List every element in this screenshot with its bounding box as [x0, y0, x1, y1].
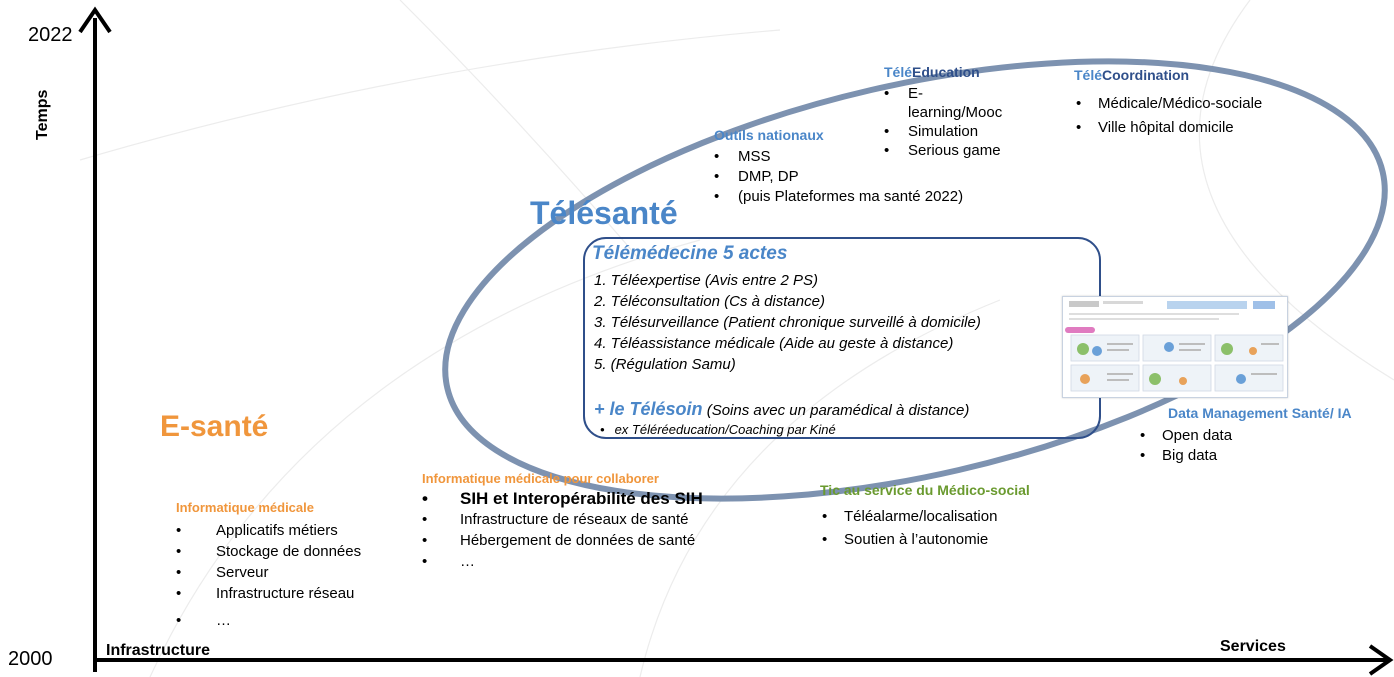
act-item: 2. Téléconsultation (Cs à distance) [594, 293, 825, 310]
list-item: •MSS [714, 148, 771, 165]
y-axis-bottom-label: 2000 [8, 648, 53, 670]
x-axis-right-label: Services [1220, 638, 1286, 655]
x-axis-arrowhead [1368, 644, 1394, 676]
telesoin-sub: •ex Téléréeducation/Coaching par Kiné [600, 422, 836, 437]
tele-education-title: TéléEducation [884, 64, 980, 80]
act-item: 5. (Régulation Samu) [594, 356, 736, 373]
tele-coordination-list: •Médicale/Médico-sociale •Ville hôpital … [1076, 92, 1262, 140]
tele-education-list: •E- learning/Mooc •Simulation •Serious g… [884, 84, 1002, 160]
poster-image [1065, 301, 1284, 392]
list-item: •Open data [1140, 427, 1233, 444]
data-management-title: Data Management Santé/ IA [1168, 405, 1352, 421]
telemedecine-title: Télémédecine 5 actes [592, 243, 788, 264]
list-item: •Hébergement de données de santé [422, 532, 696, 549]
list-item-continuation: learning/Mooc [908, 104, 1003, 121]
outils-nationaux-list: •MSS •DMP, DP •(puis Plateformes ma sant… [714, 147, 963, 207]
x-axis-left-label: Infrastructure [106, 642, 211, 659]
list-item: •Médicale/Médico-sociale [1076, 95, 1263, 112]
list-item: •SIH et Interopérabilité des SIH [422, 489, 703, 508]
tic-medico-social-title: Tic au service du Médico-social [820, 482, 1030, 498]
list-item: •… [422, 553, 475, 570]
list-item: •Big data [1140, 447, 1218, 464]
informatique-collaborer-title: Informatique médicale pour collaborer [422, 471, 659, 486]
esante-title: E-santé [160, 410, 269, 443]
telesante-ellipse [442, 58, 1388, 502]
list-item: •Infrastructure réseau [176, 585, 355, 602]
y-axis-arrowhead [78, 6, 112, 34]
list-item: •… [176, 612, 231, 629]
list-item: •Ville hôpital domicile [1076, 119, 1234, 136]
y-axis-title: Temps [34, 89, 51, 140]
background-decoration [79, 0, 1394, 677]
informatique-medicale-title: Informatique médicale [176, 500, 314, 515]
informatique-medicale-list: •Applicatifs métiers •Stockage de donnée… [176, 520, 361, 631]
act-item: 3. Télésurveillance (Patient chronique s… [594, 314, 981, 331]
list-item: •Applicatifs métiers [176, 522, 338, 539]
list-item: •Téléalarme/localisation [822, 508, 998, 525]
telemedecine-acts: 1. Téléexpertise (Avis entre 2 PS) 2. Té… [594, 270, 981, 375]
y-axis-top-label: 2022 [28, 24, 73, 46]
outils-nationaux-title: Outils nationaux [714, 127, 824, 143]
tele-coordination-title: TéléCoordination [1074, 67, 1190, 83]
list-item: •E- [884, 85, 923, 102]
telesoin-line: + le Télésoin (Soins avec un paramédical… [594, 399, 969, 420]
data-management-list: •Open data •Big data [1140, 426, 1232, 466]
act-item: 4. Téléassistance médicale (Aide au gest… [594, 335, 954, 352]
poster-thumbnail [1062, 296, 1288, 398]
list-item: •Stockage de données [176, 543, 362, 560]
telesoin-label: + le Télésoin [594, 399, 703, 419]
list-item: •Serveur [176, 564, 269, 581]
informatique-collaborer-list: •SIH et Interopérabilité des SIH •Infras… [422, 488, 703, 572]
list-item: •(puis Plateformes ma santé 2022) [714, 188, 964, 205]
list-item: •Infrastructure de réseaux de santé [422, 511, 689, 528]
list-item: •DMP, DP [714, 168, 799, 185]
tic-medico-social-list: •Téléalarme/localisation •Soutien à l’au… [822, 505, 997, 551]
act-item: 1. Téléexpertise (Avis entre 2 PS) [594, 272, 818, 289]
list-item: •Simulation [884, 123, 979, 140]
list-item: •Serious game [884, 142, 1001, 159]
telesante-title: Télésanté [530, 195, 678, 231]
list-item: •Soutien à l’autonomie [822, 531, 989, 548]
telesoin-description: (Soins avec un paramédical à distance) [702, 402, 970, 419]
